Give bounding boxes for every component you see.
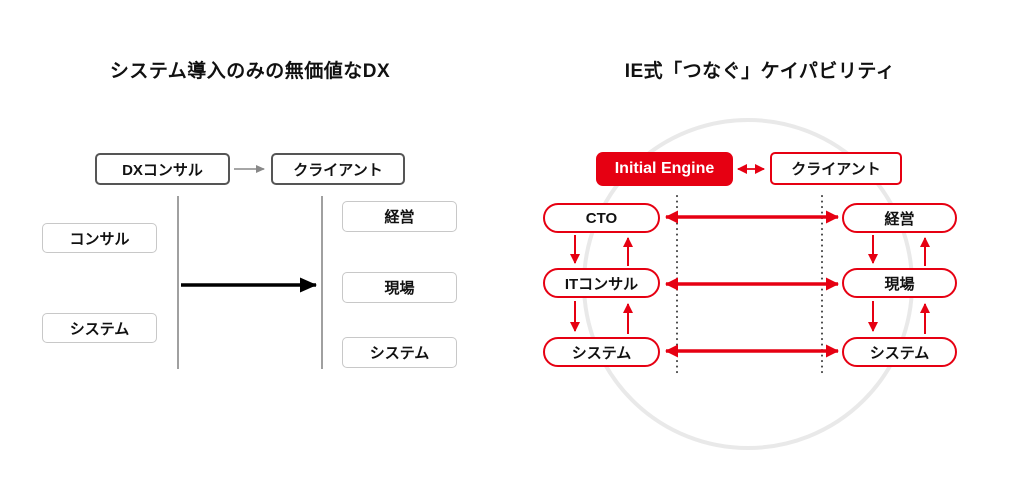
right-field-node: 現場 [842,268,957,298]
right-client-system-node: システム [842,337,957,367]
left-client-box: クライアント [271,153,405,185]
initial-engine-box: Initial Engine [596,152,733,186]
company-system-node: システム [543,337,660,367]
dx-consultant-box: DXコンサル [95,153,230,185]
left-system-node: システム [42,313,157,343]
right-panel-title: IE式「つなぐ」ケイパビリティ [624,61,896,82]
left-consultant-node: コンサル [42,223,157,253]
left-field-node: 現場 [342,272,457,303]
it-consultant-node: ITコンサル [543,268,660,298]
left-panel-title: システム導入のみの無価値なDX [109,61,391,82]
left-client-system-node: システム [342,337,457,368]
left-management-node: 経営 [342,201,457,232]
right-client-box: クライアント [770,152,902,185]
right-management-node: 経営 [842,203,957,233]
cto-node: CTO [543,203,660,233]
